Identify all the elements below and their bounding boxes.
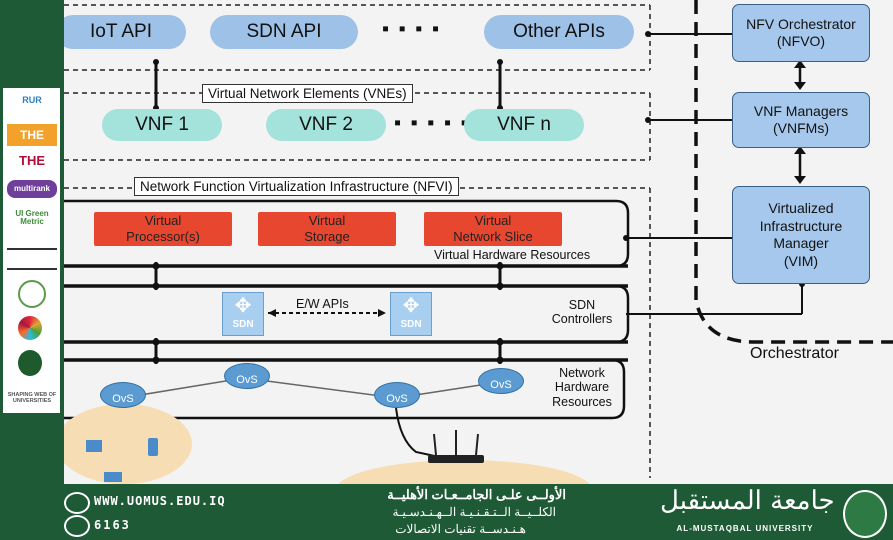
vnf-1-pill: VNF 1 — [102, 109, 222, 141]
ovs-link-2 — [243, 377, 397, 399]
the-impact-logo: THE — [19, 153, 45, 168]
university-english-name: AL-MUSTAQBAL UNIVERSITY — [676, 524, 814, 533]
sdn-api-pill: SDN API — [210, 15, 358, 49]
diagram-lines — [64, 0, 893, 484]
university-emblem-logo — [7, 248, 57, 270]
ovs-switch-1-icon: OvS — [100, 382, 146, 408]
nfvo-box: NFV Orchestrator(NFVO) — [732, 4, 870, 62]
vim-box: Virtualized Infrastructure Manager (VIM) — [732, 186, 870, 284]
user-area-left — [64, 404, 192, 484]
router-cable — [395, 407, 445, 459]
ew-apis-label: E/W APIs — [296, 297, 349, 311]
desktop-icon — [86, 440, 102, 452]
phone-icon — [64, 515, 90, 537]
ovs-switch-4-icon: OvS — [478, 368, 524, 394]
the-logo: THE — [7, 124, 57, 146]
phone-icon — [148, 438, 158, 456]
sdn-controller-right-icon: ✥ SDN — [390, 292, 432, 336]
laptop-icon — [104, 472, 122, 482]
wireless-router-icon — [428, 455, 484, 463]
sdg-wheel-logo — [18, 316, 42, 340]
university-arabic-name: جامعة المستقبل — [660, 486, 835, 516]
multirank-logo: multirank — [7, 180, 57, 198]
rur-logo: RUR — [22, 95, 42, 105]
virtual-storage-box: Virtual Storage — [258, 212, 396, 246]
vne-label: Virtual Network Elements (VNEs) — [202, 84, 413, 103]
user-area-right — [338, 460, 590, 484]
nfvi-label: Network Function Virtualization Infrastr… — [134, 177, 459, 196]
vnfm-box: VNF Managers(VNFMs) — [732, 92, 870, 148]
shaping-web-logo: SHAPING WEB OF UNIVERSITIES — [7, 392, 57, 404]
iot-api-pill: IoT API — [64, 15, 186, 49]
virtual-network-slice-box: Virtual Network Slice — [424, 212, 562, 246]
nfv-architecture-diagram: IoT API SDN API ▪ ▪ ▪ ▪ Other APIs Virtu… — [64, 0, 893, 484]
arabic-line-1: الأولــى علـى الجامــعـات الأهليــة — [387, 487, 566, 502]
orchestrator-boundary — [694, 0, 893, 344]
sdn-controllers-label: SDN Controllers — [551, 298, 613, 327]
vnf-2-pill: VNF 2 — [266, 109, 386, 141]
footer-bar: WWW.UOMUS.EDU.IQ 6163 الأولــى علـى الجا… — [0, 484, 893, 540]
globe-icon — [64, 492, 90, 514]
ui-green-metric-logo: UI Green Metric — [15, 209, 49, 226]
arab-engineering-logo — [18, 350, 42, 376]
ovs-switch-2-icon: OvS — [224, 363, 270, 389]
website-link[interactable]: WWW.UOMUS.EDU.IQ — [94, 494, 226, 508]
api-ellipsis: ▪ ▪ ▪ ▪ — [382, 18, 442, 40]
arab-universities-logo — [18, 280, 46, 308]
vnf-n-pill: VNF n — [464, 109, 584, 141]
university-seal-icon — [843, 490, 887, 538]
sdn-controller-left-icon: ✥ SDN — [222, 292, 264, 336]
ovs-switch-3-icon: OvS — [374, 382, 420, 408]
arabic-line-2: الكلــيــة الــتـقـنـيـة الــهـنـدسـيـة — [392, 505, 556, 519]
phone-number[interactable]: 6163 — [94, 518, 131, 532]
network-hw-resources-label: Network Hardware Resources — [552, 366, 612, 409]
virtual-hw-resources-label: Virtual Hardware Resources — [434, 248, 591, 262]
other-apis-pill: Other APIs — [484, 15, 634, 49]
orchestrator-label: Orchestrator — [750, 345, 839, 362]
virtual-processor-box: Virtual Processor(s) — [94, 212, 232, 246]
ranking-logos-bar: RUR THE THE multirank UI Green Metric SH… — [3, 88, 60, 413]
arabic-line-3: هـنـدســة تقنيات الاتصالات — [395, 522, 526, 536]
vnf-ellipsis: ▪ ▪ ▪ ▪ ▪ — [394, 112, 470, 134]
